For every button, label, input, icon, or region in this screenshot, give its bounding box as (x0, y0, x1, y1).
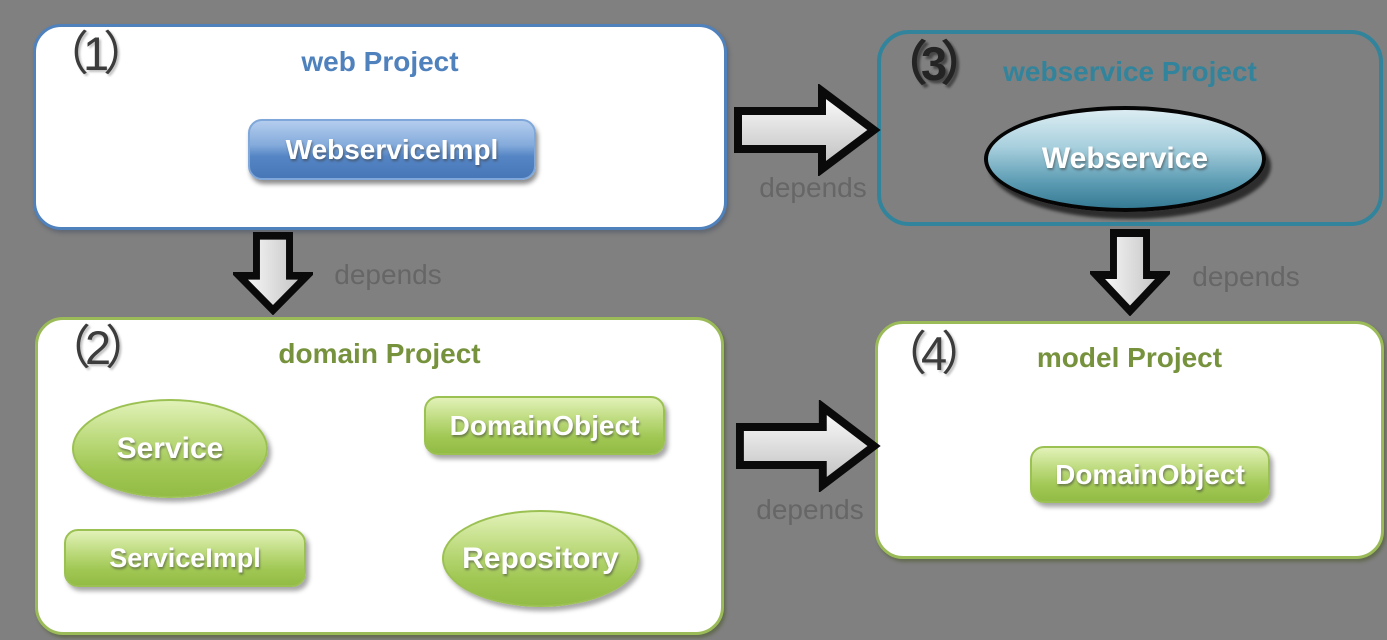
project-title-webservice: webservice Project (1003, 56, 1257, 87)
component-domainobject-model: DomainObject (1030, 446, 1270, 503)
dependency-arrow-web-to-webservice (733, 84, 881, 176)
dependency-arrow-webservice-to-model (1090, 228, 1170, 316)
project-box-model (875, 321, 1384, 559)
component-webservice-label: Webservice (1041, 142, 1209, 175)
component-domainobject-model-label: DomainObject (1055, 458, 1245, 490)
dependency-label-domain-to-model: depends (756, 494, 864, 525)
project-title-domain: domain Project (278, 338, 481, 369)
dependency-label-web-to-webservice: depends (759, 172, 867, 203)
project-number-webservice: （3） (880, 37, 988, 90)
right-block-arrow-icon (734, 84, 881, 176)
project-number-model: （4） (880, 327, 988, 380)
component-webserviceimpl: WebserviceImpl (248, 119, 536, 180)
project-title-model: model Project (1036, 342, 1223, 373)
component-webserviceimpl-label: WebserviceImpl (285, 133, 499, 165)
project-number-domain: （2） (44, 321, 152, 374)
component-webservice: Webservice (984, 106, 1266, 212)
down-block-arrow-icon (1090, 229, 1170, 316)
component-service-label: Service (116, 431, 224, 465)
component-repository: Repository (442, 510, 639, 607)
component-serviceimpl: ServiceImpl (64, 529, 306, 587)
dependency-label-web-to-domain: depends (334, 259, 442, 290)
component-repository-label: Repository (462, 541, 619, 575)
dependency-label-webservice-to-model: depends (1192, 261, 1300, 292)
component-service: Service (72, 399, 268, 498)
down-block-arrow-icon (233, 231, 313, 315)
component-domainobject-domain-label: DomainObject (449, 409, 640, 441)
project-title-web: web Project (301, 46, 459, 77)
dependency-arrow-web-to-domain (233, 231, 313, 315)
right-block-arrow-icon (735, 400, 881, 492)
component-serviceimpl-label: ServiceImpl (109, 542, 261, 573)
component-domainobject-domain: DomainObject (424, 396, 665, 455)
project-box-webservice (877, 30, 1383, 226)
dependency-arrow-domain-to-model (735, 400, 881, 492)
project-number-web: （1） (42, 27, 150, 80)
